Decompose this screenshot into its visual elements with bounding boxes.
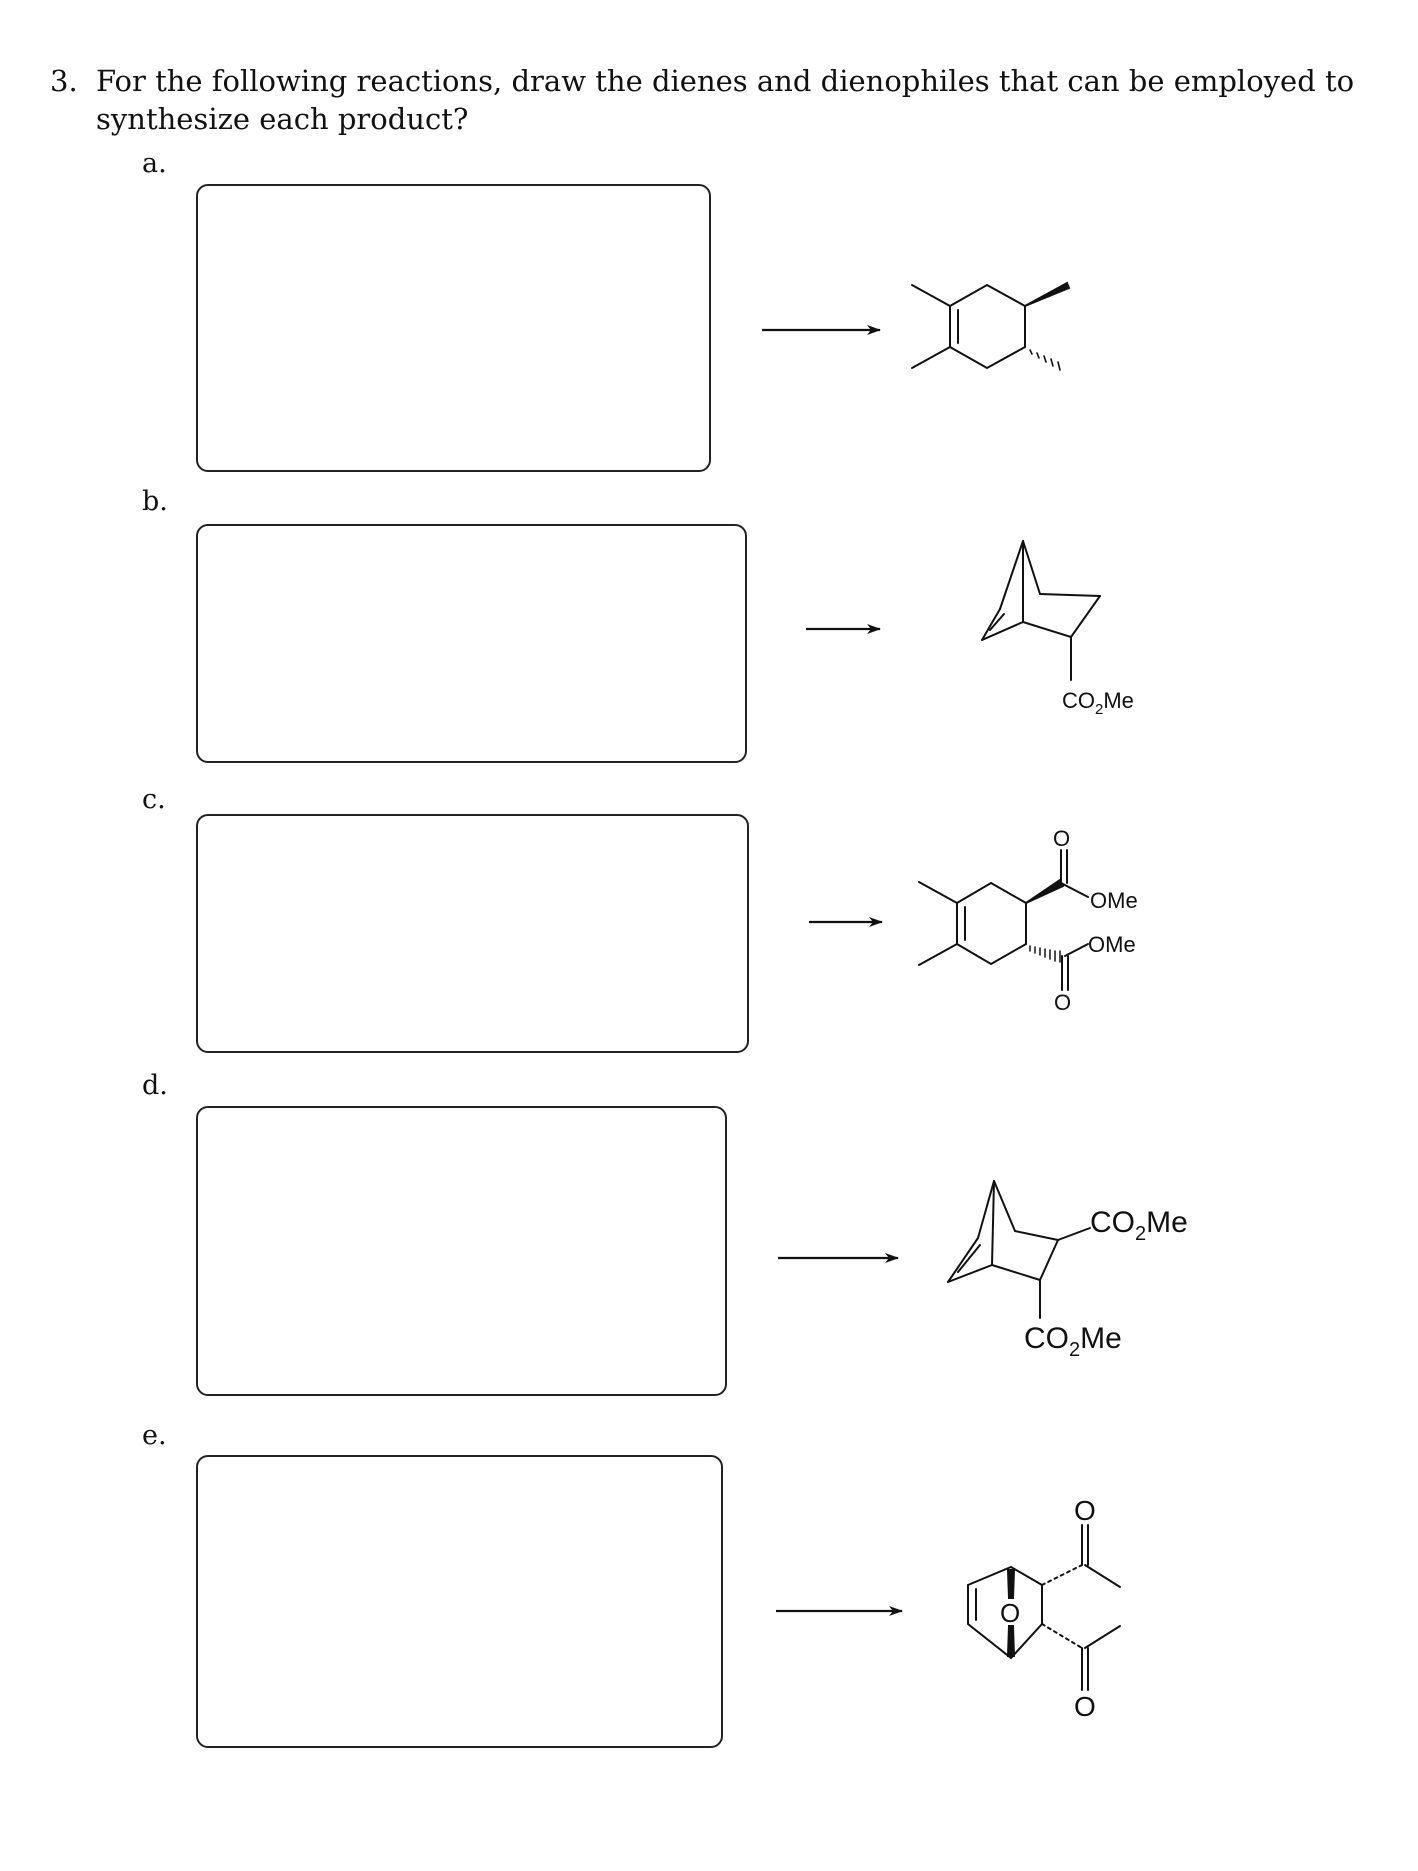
part-a-label: a. [142, 148, 167, 179]
part-b-label: b. [142, 486, 168, 517]
part-e-label: e. [142, 1420, 167, 1451]
product-e-structure [967, 1524, 1121, 1691]
product-d-ester-label-top: CO2Me [1090, 1206, 1188, 1245]
product-c-ome-bottom: OMe [1088, 932, 1136, 957]
product-c-structure [918, 849, 1089, 991]
answer-box-b[interactable] [196, 524, 747, 763]
product-a-structure [911, 281, 1071, 371]
answer-box-c[interactable] [196, 814, 749, 1053]
product-e-carbonyl-o-top: O [1074, 1495, 1096, 1526]
product-d-structure [947, 1180, 1091, 1319]
product-b-structure [981, 540, 1101, 681]
product-c-ome-top: OMe [1090, 888, 1138, 913]
product-d-ester-label-bottom: CO2Me [1024, 1322, 1122, 1361]
product-c-carbonyl-o-bottom: O [1054, 990, 1071, 1015]
answer-box-a[interactable] [196, 184, 711, 472]
product-e-bridge-oxygen: O [1000, 1598, 1020, 1628]
product-e-carbonyl-o-bottom: O [1074, 1691, 1096, 1722]
product-c-carbonyl-o-top: O [1053, 826, 1070, 851]
question-text: For the following reactions, draw the di… [96, 64, 1355, 136]
question-number: 3. [50, 64, 78, 98]
answer-box-d[interactable] [196, 1106, 727, 1396]
part-c-label: c. [142, 784, 166, 815]
part-d-label: d. [142, 1070, 168, 1101]
product-b-ester-label: CO2Me [1062, 688, 1134, 718]
answer-box-e[interactable] [196, 1455, 723, 1748]
